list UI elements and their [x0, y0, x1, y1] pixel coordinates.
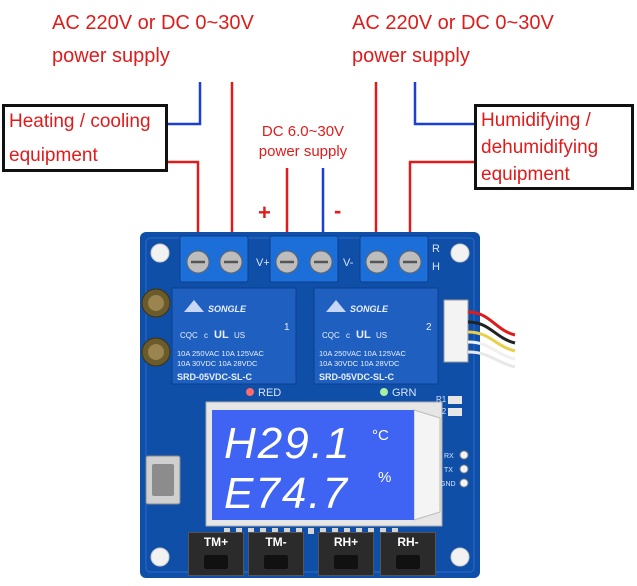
svg-text:SONGLE: SONGLE [350, 304, 389, 314]
svg-text:CQC: CQC [180, 331, 198, 340]
micro-usb-port [145, 455, 181, 505]
humidifying-box: Humidifying / dehumidifying equipment [474, 104, 634, 190]
svg-text:CQC: CQC [322, 331, 340, 340]
right-supply-label: AC 220V or DC 0~30V power supply [352, 12, 554, 67]
svg-text:c: c [204, 331, 208, 340]
terminal-mid [269, 235, 339, 283]
right-blue-wire [413, 82, 474, 126]
svg-text:SRD-05VDC-SL-C: SRD-05VDC-SL-C [319, 372, 395, 382]
capacitor-top [141, 288, 171, 318]
heating-cooling-box: Heating / cooling equipment [2, 104, 168, 172]
svg-text:RX: RX [444, 453, 454, 460]
label-r: R [432, 243, 440, 255]
svg-text:2: 2 [426, 322, 432, 333]
led-grn [380, 388, 388, 396]
lcd-line2: E74.7 [224, 469, 349, 518]
svg-text:UL: UL [356, 329, 371, 341]
terminal-left [179, 235, 249, 283]
left-supply-label: AC 220V or DC 0~30V power supply [52, 12, 254, 67]
svg-text:US: US [234, 331, 245, 340]
svg-text:TX: TX [444, 467, 453, 474]
lcd-line1: H29.1 [224, 419, 351, 468]
svg-text:1: 1 [284, 322, 290, 333]
svg-text:US: US [376, 331, 387, 340]
mount-hole-tr [450, 243, 470, 263]
label-h: H [432, 261, 440, 273]
lcd-screen [212, 410, 414, 520]
label-v-minus: V- [343, 257, 354, 269]
capacitor-bottom [141, 337, 171, 367]
svg-text:SRD-05VDC-SL-C: SRD-05VDC-SL-C [177, 372, 253, 382]
svg-text:GND: GND [440, 481, 456, 488]
mid-supply-label: DC 6.0~30V power supply [258, 123, 348, 160]
svg-text:c: c [346, 331, 350, 340]
svg-text:10A 30VDC 10A 28VDC: 10A 30VDC 10A 28VDC [319, 359, 400, 368]
svg-text:10A 250VAC 10A 125VAC: 10A 250VAC 10A 125VAC [177, 349, 264, 358]
rh-plus-button[interactable]: RH+ [318, 532, 374, 576]
svg-text:10A 250VAC 10A 125VAC: 10A 250VAC 10A 125VAC [319, 349, 406, 358]
lcd-unit1: °C [372, 427, 389, 444]
svg-text:SONGLE: SONGLE [208, 304, 247, 314]
svg-text:R1: R1 [436, 395, 447, 404]
mount-hole-bl [150, 547, 170, 567]
rh-minus-button[interactable]: RH- [380, 532, 436, 576]
right-red-wire-b [408, 160, 474, 240]
label-red: RED [258, 387, 281, 399]
mount-hole-tl [150, 243, 170, 263]
label-grn: GRN [392, 387, 417, 399]
label-v-plus: V+ [256, 257, 270, 269]
plus-sign: + [258, 200, 271, 225]
svg-text:10A 30VDC 10A 28VDC: 10A 30VDC 10A 28VDC [177, 359, 258, 368]
left-blue-wire [168, 82, 202, 126]
terminal-right [359, 235, 429, 283]
svg-text:UL: UL [214, 329, 229, 341]
left-red-wire-a [168, 160, 200, 240]
tm-plus-button[interactable]: TM+ [188, 532, 244, 576]
relay-left: SONGLE CQC c UL US 1 10A 250VAC 10A 125V… [171, 287, 297, 385]
mount-hole-br [450, 547, 470, 567]
minus-sign: - [334, 198, 342, 223]
tm-minus-button[interactable]: TM- [248, 532, 304, 576]
led-red [246, 388, 254, 396]
relay-right: SONGLE CQC c UL US 2 10A 250VAC 10A 125V… [313, 287, 439, 385]
lcd-unit2: % [378, 469, 391, 486]
sensor-connector [443, 299, 516, 369]
